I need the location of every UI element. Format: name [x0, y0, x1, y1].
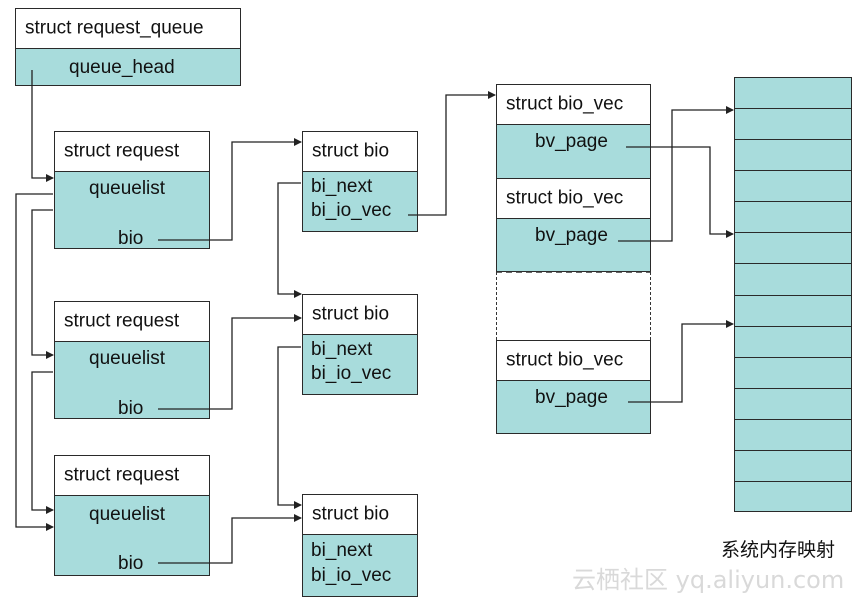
bio-2-body: [303, 335, 417, 394]
bio-3-title: struct bio: [312, 503, 390, 525]
memory-page-divider: [735, 294, 851, 296]
request-struct-1: struct request queuelist bio: [54, 131, 210, 249]
bio-struct-2: struct bio bi_next bi_io_vec: [302, 294, 418, 395]
arrow-bio-1: [158, 138, 302, 241]
memory-page-divider: [735, 170, 851, 172]
bio-vec-2-header: struct bio_vec: [497, 179, 650, 219]
bio-vec-3-body: [497, 381, 650, 433]
request-3-body: [55, 496, 209, 575]
request-1-queuelist: queuelist: [89, 178, 166, 199]
bio-vec-ellipsis: [496, 272, 651, 340]
request-3-header: struct request: [55, 456, 209, 496]
arrow-io-vec: [408, 91, 496, 216]
bio-2-io-vec: bi_io_vec: [311, 363, 392, 384]
request-2-header: struct request: [55, 302, 209, 342]
bio-vec-3-title: struct bio_vec: [506, 349, 624, 371]
bio-vec-1-body: [497, 125, 650, 179]
memory-page-divider: [735, 480, 851, 482]
arrow-list-2: [31, 209, 54, 359]
arrow-bio-2: [158, 314, 302, 410]
watermark: 云栖社区 yq.aliyun.com: [572, 566, 845, 594]
arrow-page-1: [626, 146, 734, 238]
memory-page-divider: [735, 232, 851, 234]
request-1-body: [55, 172, 209, 248]
bio-vec-1-title: struct bio_vec: [506, 93, 624, 115]
bio-1-header: struct bio: [303, 132, 417, 172]
memory-page-divider: [735, 201, 851, 203]
bio-3-body: [303, 535, 417, 596]
bio-vec-2: struct bio_vec bv_page: [496, 178, 651, 272]
arrow-page-2: [618, 106, 734, 242]
bio-vec-2-title: struct bio_vec: [506, 187, 624, 209]
bio-1-body: [303, 172, 417, 231]
memory-page-divider: [735, 449, 851, 451]
request-3-queuelist: queuelist: [89, 504, 166, 525]
request-1-bio: bio: [118, 228, 144, 249]
request-2-bio: bio: [118, 398, 144, 419]
bio-1-next: bi_next: [311, 176, 373, 197]
bio-2-title: struct bio: [312, 303, 390, 325]
arrow-list-1: [15, 193, 54, 531]
memory-page-divider: [735, 108, 851, 110]
bio-vec-2-page: bv_page: [535, 225, 608, 246]
arrow-next-1: [277, 182, 302, 298]
request-1-header: struct request: [55, 132, 209, 172]
request-queue-header: struct request_queue: [16, 9, 240, 49]
bio-vec-3-page: bv_page: [535, 387, 608, 408]
arrow-next-2: [277, 346, 302, 509]
request-queue-struct: struct request_queue queue_head: [15, 8, 241, 86]
arrow-queue-head: [31, 70, 54, 182]
request-struct-2: struct request queuelist bio: [54, 301, 210, 419]
request-3-bio: bio: [118, 553, 144, 574]
bio-struct-3: struct bio bi_next bi_io_vec: [302, 494, 418, 597]
request-2-queuelist: queuelist: [89, 348, 166, 369]
bio-1-io-vec: bi_io_vec: [311, 200, 392, 221]
bio-vec-1-header: struct bio_vec: [497, 85, 650, 125]
bio-vec-3: struct bio_vec bv_page: [496, 340, 651, 434]
bio-vec-3-header: struct bio_vec: [497, 341, 650, 381]
request-queue-body: [16, 49, 240, 85]
bio-3-next: bi_next: [311, 540, 373, 561]
memory-page-divider: [735, 325, 851, 327]
bio-3-io-vec: bi_io_vec: [311, 565, 392, 586]
bio-vec-2-body: [497, 219, 650, 271]
request-queue-title: struct request_queue: [25, 17, 204, 39]
arrow-bio-3: [158, 514, 302, 564]
memory-page-divider: [735, 356, 851, 358]
bio-vec-1-page: bv_page: [535, 131, 608, 152]
bio-1-title: struct bio: [312, 140, 390, 162]
arrow-list-3: [31, 371, 54, 514]
bio-2-header: struct bio: [303, 295, 417, 335]
memory-page-divider: [735, 418, 851, 420]
request-2-body: [55, 342, 209, 418]
memory-page-divider: [735, 387, 851, 389]
memory-map: [734, 77, 852, 512]
queue-head-field: queue_head: [69, 57, 175, 78]
request-1-title: struct request: [64, 140, 180, 162]
memory-page-divider: [735, 139, 851, 141]
request-2-title: struct request: [64, 310, 180, 332]
bio-vec-1: struct bio_vec bv_page: [496, 84, 651, 180]
memory-map-caption: 系统内存映射: [721, 539, 836, 561]
bio-2-next: bi_next: [311, 339, 373, 360]
request-struct-3: struct request queuelist bio: [54, 455, 210, 576]
request-3-title: struct request: [64, 464, 180, 486]
memory-page-divider: [735, 263, 851, 265]
arrow-page-3: [628, 320, 734, 403]
bio-3-header: struct bio: [303, 495, 417, 535]
bio-struct-1: struct bio bi_next bi_io_vec: [302, 131, 418, 232]
